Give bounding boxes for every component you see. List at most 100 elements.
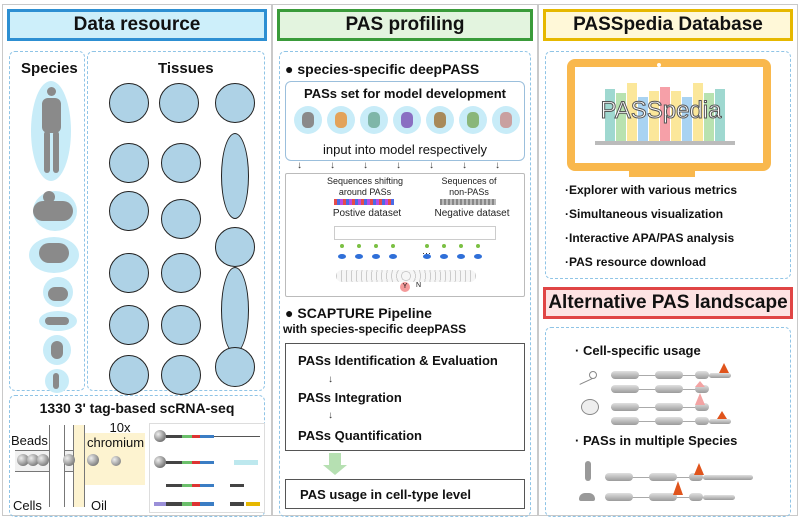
model-monkey-icon — [327, 106, 355, 134]
model-rat-icon — [360, 106, 388, 134]
arrow-down-icon: ↓ — [462, 160, 467, 171]
nn-conv-node — [357, 244, 361, 248]
eye-icon — [105, 353, 149, 397]
dense-layer — [336, 270, 476, 282]
arrow-down-icon: ↓ — [330, 160, 335, 171]
model-worm-icon — [492, 106, 520, 134]
arrow-down-icon: ↓ — [328, 410, 333, 421]
nn-conv-node — [459, 244, 463, 248]
pas-profiling-box — [279, 51, 531, 517]
feature-item: ·Simultaneous visualization — [565, 207, 724, 221]
nn-node — [338, 254, 346, 259]
nn-conv-node — [391, 244, 395, 248]
muscle-icon — [211, 265, 255, 353]
data-resource-panel: Data resource Species Tissues 1330 3' — [2, 4, 272, 517]
exon — [695, 403, 709, 411]
placenta-icon — [157, 353, 201, 397]
result-text: PAS usage in cell-type level — [300, 487, 471, 502]
negative-sequences — [440, 199, 496, 205]
positive-seq-line2: around PASs — [338, 187, 392, 197]
cell-icon — [581, 399, 599, 415]
model-human-icon — [294, 106, 322, 134]
nn-conv-node — [442, 244, 446, 248]
utr-extension — [709, 419, 731, 424]
nn-node — [355, 254, 363, 259]
exon — [655, 403, 683, 411]
multi-species-label: · PASs in multiple Species — [575, 433, 738, 448]
scapture-subtitle: with species-specific deepPASS — [283, 322, 467, 336]
blood-cells-icon — [211, 225, 255, 269]
book — [649, 91, 659, 141]
book — [616, 93, 626, 141]
deeppass-model-box: Sequences shifting around PASs Postive d… — [285, 173, 525, 297]
nn-conv-node — [374, 244, 378, 248]
nn-node — [457, 254, 465, 259]
book — [638, 97, 648, 141]
exon — [695, 385, 709, 393]
pas-peak — [695, 393, 705, 405]
nn-node — [372, 254, 380, 259]
books-icon — [605, 77, 729, 141]
pas-peak — [694, 463, 704, 475]
model-set-title: PASs set for model development — [303, 86, 507, 101]
nn-conv-node — [340, 244, 344, 248]
pancreas-icon — [157, 197, 201, 241]
liver-icon — [105, 303, 149, 347]
model-set-box: PASs set for model development input int… — [285, 81, 525, 161]
scapture-bullet-text: SCAPTURE Pipeline — [297, 305, 432, 321]
stomach-icon — [211, 345, 255, 389]
positive-seq-line1: Sequences shifting — [326, 176, 404, 186]
heart-icon — [155, 81, 199, 125]
pas-peak — [719, 363, 729, 373]
rat-small-icon — [579, 493, 595, 501]
exon — [611, 417, 639, 425]
species-label: Species — [21, 60, 78, 77]
arrow-down-icon: ↓ — [297, 160, 302, 171]
negative-seq-line2: non-PASs — [449, 187, 489, 197]
landscape-box — [545, 327, 791, 517]
scapture-bullet: ● SCAPTURE Pipeline — [285, 305, 432, 321]
exon — [649, 473, 677, 481]
thyroid-icon — [105, 141, 149, 185]
arrow-down-icon: ↓ — [396, 160, 401, 171]
book — [660, 87, 670, 141]
negative-seq-line1: Sequences of — [441, 176, 497, 186]
model-fly-icon — [459, 106, 487, 134]
step-quantification: PASs Quantification — [298, 428, 422, 443]
uterus-icon — [157, 251, 201, 295]
book — [605, 89, 615, 141]
nn-ellipsis: ··· — [422, 248, 431, 258]
nn-node — [440, 254, 448, 259]
book — [682, 97, 692, 141]
output-yes: Y — [400, 282, 410, 292]
utr-extension — [703, 475, 753, 480]
exon — [655, 385, 683, 393]
nn-conv-node — [425, 244, 429, 248]
exon — [649, 493, 677, 501]
step-identification: PASs Identification & Evaluation — [298, 353, 498, 368]
exon — [611, 385, 639, 393]
step-integration: PASs Integration — [298, 390, 402, 405]
oil-label: Oil — [91, 498, 107, 513]
deeppass-bullet-text: species-specific deepPASS — [297, 61, 480, 77]
intron-line — [605, 477, 753, 478]
exon — [689, 493, 703, 501]
exon — [605, 473, 633, 481]
nn-conv-node — [476, 244, 480, 248]
pas-peak — [695, 381, 705, 387]
chromium-label-line1: 10x — [109, 420, 131, 435]
pas-profiling-title: PAS profiling — [277, 9, 533, 41]
utr-extension — [703, 495, 735, 500]
nn-node — [423, 254, 431, 259]
feature-item: ·PAS resource download — [565, 255, 707, 269]
intestine-icon — [105, 189, 149, 233]
arrow-down-icon: ↓ — [495, 160, 500, 171]
neuron-icon — [579, 367, 601, 385]
landscape-title: Alternative PAS landscape — [543, 287, 793, 319]
arrow-down-icon: ↓ — [429, 160, 434, 171]
input-layer — [334, 226, 496, 240]
book — [693, 83, 703, 141]
exon — [695, 417, 709, 425]
arrow-down-icon: ↓ — [363, 160, 368, 171]
exon — [695, 371, 709, 379]
